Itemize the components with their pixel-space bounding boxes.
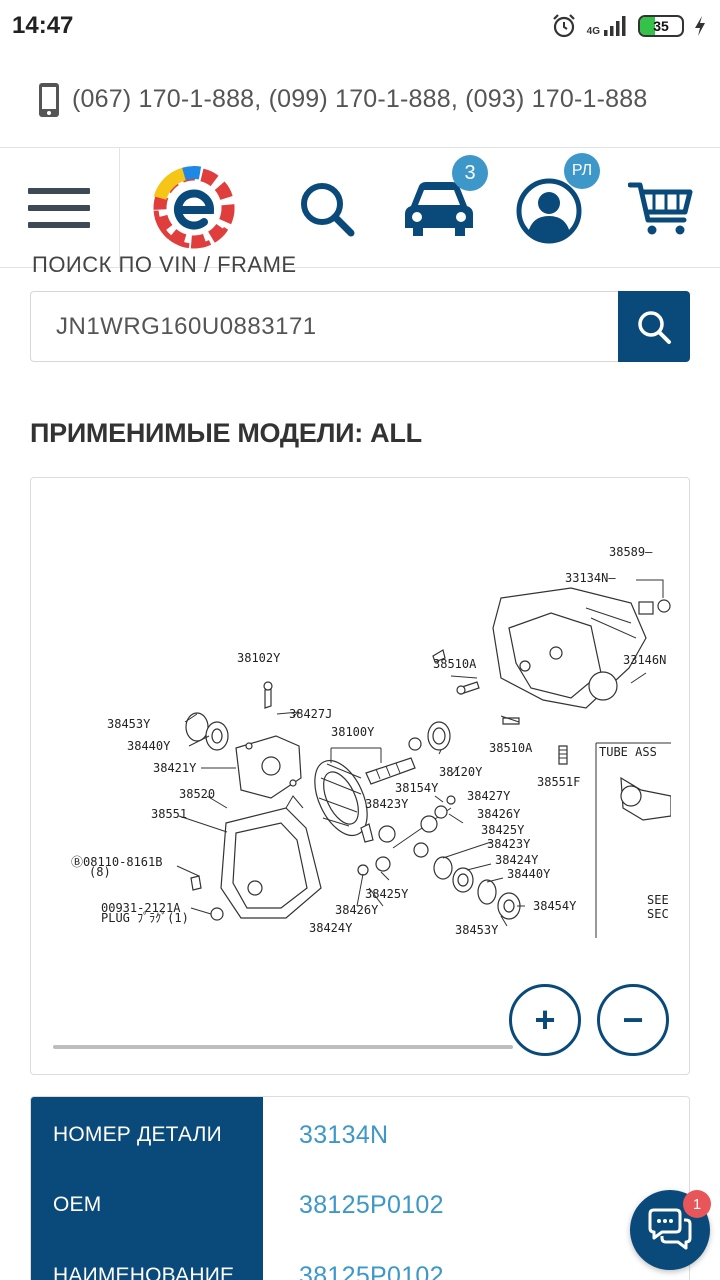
zoom-out-button[interactable]: − — [597, 984, 669, 1056]
cart-icon[interactable] — [628, 180, 694, 238]
diagram-label[interactable]: 38120Y — [439, 765, 483, 779]
diagram-label[interactable]: 00931-2121A — [101, 901, 181, 915]
part-number-labels: 38589— 33134N— 33146N 38102Y 38510A 3845… — [71, 545, 669, 937]
menu-icon[interactable] — [28, 188, 90, 230]
diagram-label[interactable]: 38589— — [609, 545, 653, 559]
parts-diagram[interactable]: 38589— 33134N— 33146N 38102Y 38510A 3845… — [30, 477, 690, 1075]
garage-car-icon[interactable] — [403, 180, 475, 238]
diagram-label[interactable]: 38454Y — [533, 899, 577, 913]
diagram-label[interactable]: 38425Y — [365, 887, 409, 901]
diagram-label[interactable]: 38440Y — [127, 739, 171, 753]
diagram-label[interactable]: 38425Y — [481, 823, 525, 837]
part-details-labels-column — [31, 1097, 263, 1280]
diagram-label[interactable]: 38426Y — [335, 903, 379, 917]
diagram-label[interactable]: TUBE ASS — [599, 745, 657, 759]
gear-assembly-drawing — [185, 681, 451, 837]
diagram-label[interactable]: 38453Y — [107, 717, 151, 731]
oem-value[interactable]: 38125P0102 — [299, 1191, 444, 1219]
name-value[interactable]: 38125P0102 — [299, 1262, 444, 1280]
applicable-models-title: ПРИМЕНИМЫЕ МОДЕЛИ: ALL — [30, 418, 422, 448]
diagram-label: SEE — [647, 893, 669, 907]
part-details-table: НОМЕР ДЕТАЛИ 33134N OEM 38125P0102 НАИМЕ… — [30, 1096, 690, 1280]
header: 3 РЛ — [0, 148, 720, 268]
diagram-label[interactable]: Ⓑ08110-8161B — [71, 855, 162, 869]
alarm-icon — [552, 14, 575, 38]
name-label: НАИМЕНОВАНИЕ — [53, 1264, 235, 1280]
search-button[interactable] — [618, 291, 690, 362]
diagram-label[interactable]: 38424Y — [309, 921, 353, 935]
tube-assembly-box — [595, 742, 671, 938]
zoom-in-button[interactable]: + — [509, 984, 581, 1056]
oem-label: OEM — [53, 1193, 102, 1216]
diagram-scrollbar[interactable] — [53, 1045, 513, 1049]
chat-unread-badge: 1 — [683, 1190, 711, 1218]
garage-count-badge: 3 — [452, 155, 488, 191]
diagram-label[interactable]: 38427J — [289, 707, 332, 721]
vin-search-input[interactable] — [30, 291, 620, 362]
leader-lines — [176, 579, 664, 927]
diagram-label[interactable]: 38423Y — [487, 837, 531, 851]
profile-initials-badge: РЛ — [564, 153, 600, 189]
diagram-label[interactable]: (8) — [89, 865, 111, 879]
battery-fill — [640, 17, 655, 35]
diagram-label[interactable]: 38440Y — [507, 867, 551, 881]
diagram-label[interactable]: 38426Y — [477, 807, 521, 821]
diagram-label[interactable]: 38551 — [151, 807, 187, 821]
header-divider — [119, 148, 120, 268]
diagram-label[interactable]: 38102Y — [237, 651, 281, 665]
carrier-housing-drawing — [492, 587, 671, 709]
search-icon — [638, 310, 671, 344]
diagram-label[interactable]: 38424Y — [495, 853, 539, 867]
search-label: ПОИСК ПО VIN / FRAME — [32, 252, 297, 277]
phone-numbers[interactable]: (067) 170-1-888, (099) 170-1-888, (093) … — [72, 85, 648, 113]
battery-level: 35 — [653, 18, 669, 34]
diagram-label[interactable]: 38453Y — [455, 923, 499, 937]
exploded-diagram[interactable]: 38589— 33134N— 33146N 38102Y 38510A 3845… — [31, 478, 671, 1038]
logo[interactable] — [148, 162, 240, 254]
diagram-label[interactable]: 38520 — [179, 787, 215, 801]
part-number-label: НОМЕР ДЕТАЛИ — [53, 1123, 222, 1146]
network-type: 4G — [586, 26, 600, 37]
diagram-label[interactable]: 33146N — [623, 653, 666, 667]
diagram-label[interactable]: 38427Y — [467, 789, 511, 803]
diagram-label[interactable]: 33134N— — [565, 571, 616, 585]
phone-icon — [39, 82, 59, 117]
profile-icon[interactable] — [516, 178, 582, 244]
diagram-label[interactable]: 38510A — [433, 657, 477, 671]
diagram-label[interactable]: 38421Y — [153, 761, 197, 775]
chat-icon — [648, 1208, 692, 1250]
status-bar: 14:47 4G 35 — [0, 0, 720, 52]
rear-cover-drawing — [190, 795, 322, 921]
bolts-drawing — [432, 649, 568, 765]
diagram-label[interactable]: 38510A — [489, 741, 533, 755]
charging-icon — [695, 16, 705, 36]
signal-icon — [604, 16, 626, 36]
differential-internals-drawing — [357, 795, 521, 920]
diagram-label[interactable]: 38423Y — [365, 797, 409, 811]
diagram-label[interactable]: PLUG ﾌﾟﾗｸﾞ(1) — [101, 911, 189, 925]
diagram-label: SEC — [647, 907, 669, 921]
status-time: 14:47 — [12, 12, 74, 39]
diagram-label[interactable]: 38154Y — [395, 781, 439, 795]
battery-icon: 35 — [638, 15, 684, 37]
status-icons: 4G 35 — [551, 12, 706, 40]
phone-bar: (067) 170-1-888, (099) 170-1-888, (093) … — [0, 52, 720, 148]
search-icon[interactable] — [298, 180, 356, 238]
diagram-label[interactable]: 38551F — [537, 775, 580, 789]
diagram-label[interactable]: 38100Y — [331, 725, 375, 739]
part-number-value[interactable]: 33134N — [299, 1121, 389, 1149]
